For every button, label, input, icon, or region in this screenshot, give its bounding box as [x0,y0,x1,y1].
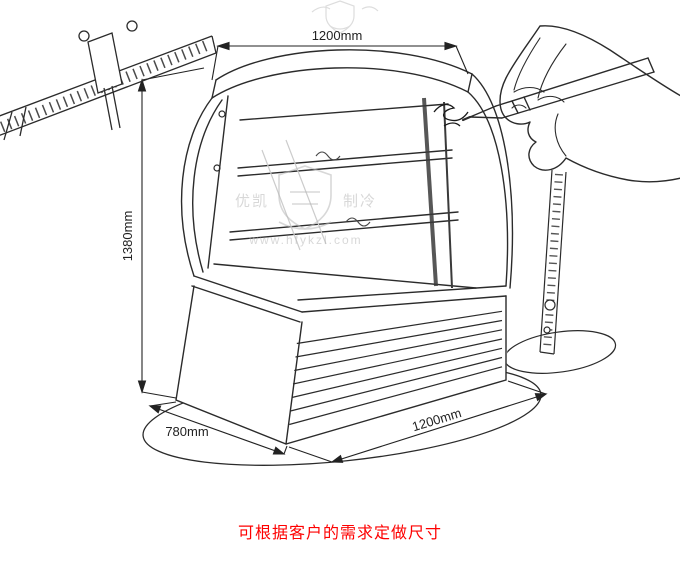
dimension-label-bottom-width: 1200mm [410,405,463,434]
hand-with-pencil-icon [461,25,680,183]
watermark-url: www.hfykzl.com [248,233,362,247]
dimension-bottom-width [288,380,548,463]
scribble-marks [433,103,469,127]
dimension-depth [148,401,288,455]
base-louver-vents [289,310,503,426]
watermark: 优凯 制冷 www.hfykzl.com [235,165,377,247]
watermark-brand-left: 优凯 [235,193,269,210]
dimension-label-height: 1380mm [120,211,135,262]
pencil-icon [461,57,655,122]
dimension-label-top: 1200mm [312,28,363,43]
small-ruler-icon [539,169,567,355]
dimension-top [211,41,469,81]
dimension-height [137,67,205,399]
watermark-crest-icon [278,165,332,230]
dimension-label-depth: 780mm [165,424,208,439]
top-ornament [311,0,379,34]
floor-ellipse-small [503,330,617,374]
shelf-item-sketches [315,151,371,227]
watermark-brand-right: 制冷 [343,193,377,210]
vernier-caliper-icon [0,20,217,141]
display-case-drawing [175,49,514,445]
custom-size-caption: 可根据客户的需求定做尺寸 [238,524,442,542]
interior-post-lines [422,97,453,289]
screw-icons [213,110,226,172]
